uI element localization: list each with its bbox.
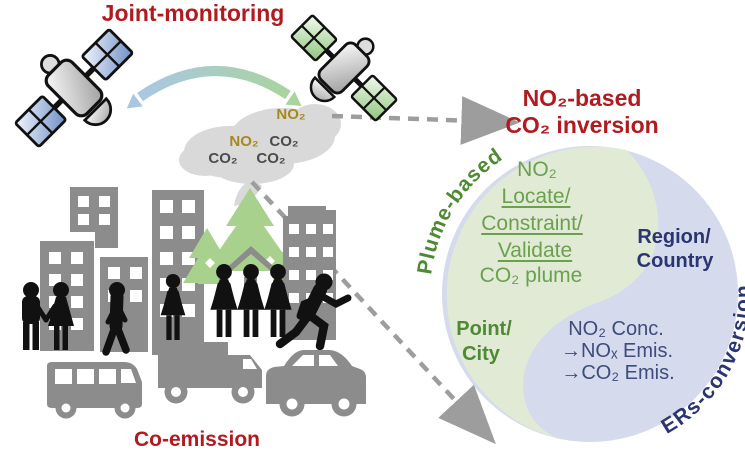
running-person-icon [275, 273, 352, 351]
plume-label-co2-right: CO₂ [256, 150, 286, 167]
plume-label-no2-mid: NO₂ [229, 133, 259, 150]
bus-icon [47, 362, 142, 419]
smoke-plume-icon [179, 104, 341, 206]
building [70, 187, 118, 248]
circle-green-half [446, 146, 659, 440]
co-emission-title: Co-emission [133, 428, 261, 451]
no2-conc-label: NO₂ Conc. [568, 318, 664, 340]
country-label: Country [636, 250, 714, 272]
region-label: Region/ [637, 226, 711, 248]
dashed-arrow-to-title-icon [331, 96, 520, 145]
yin-yang-circle [442, 146, 738, 442]
green-side-validate: Validate [497, 239, 573, 262]
green-side-constraint: Constraint/ [481, 212, 583, 235]
green-side-locate: Locate/ [501, 185, 571, 208]
joint-monitoring-title: Joint-monitoring [101, 0, 285, 26]
green-side-no2: NO₂ [517, 158, 557, 181]
satellite-left-icon [14, 28, 134, 148]
people-group [22, 264, 352, 356]
co2-emis-label: →CO₂ Emis. [561, 362, 675, 384]
person-icon [264, 264, 292, 337]
car-icon [266, 350, 366, 417]
green-side-co2-plume: CO₂ plume [479, 264, 583, 287]
plume-label-no2-top: NO₂ [276, 106, 306, 123]
person-icon [237, 264, 265, 337]
person-icon [160, 273, 186, 340]
satellite-right-icon [290, 14, 398, 122]
person-icon [22, 282, 49, 350]
inversion-title-line2: CO₂ inversion [505, 112, 659, 138]
plume-label-co2-left: CO₂ [208, 150, 238, 167]
vehicles-group [47, 342, 366, 419]
city-label: City [462, 343, 500, 365]
inversion-title-line1: NO₂-based [522, 85, 642, 111]
person-icon [43, 282, 74, 350]
truck-icon [158, 342, 262, 404]
nox-emis-label: →NOₓ Emis. [560, 340, 674, 362]
plume-label-co2-mid: CO₂ [269, 133, 299, 150]
exchange-arrow-icon [126, 66, 302, 109]
dashed-arrow-to-circle-icon [250, 180, 496, 445]
person-icon [210, 264, 238, 337]
point-label: Point/ [456, 318, 512, 340]
person-icon [102, 282, 130, 356]
